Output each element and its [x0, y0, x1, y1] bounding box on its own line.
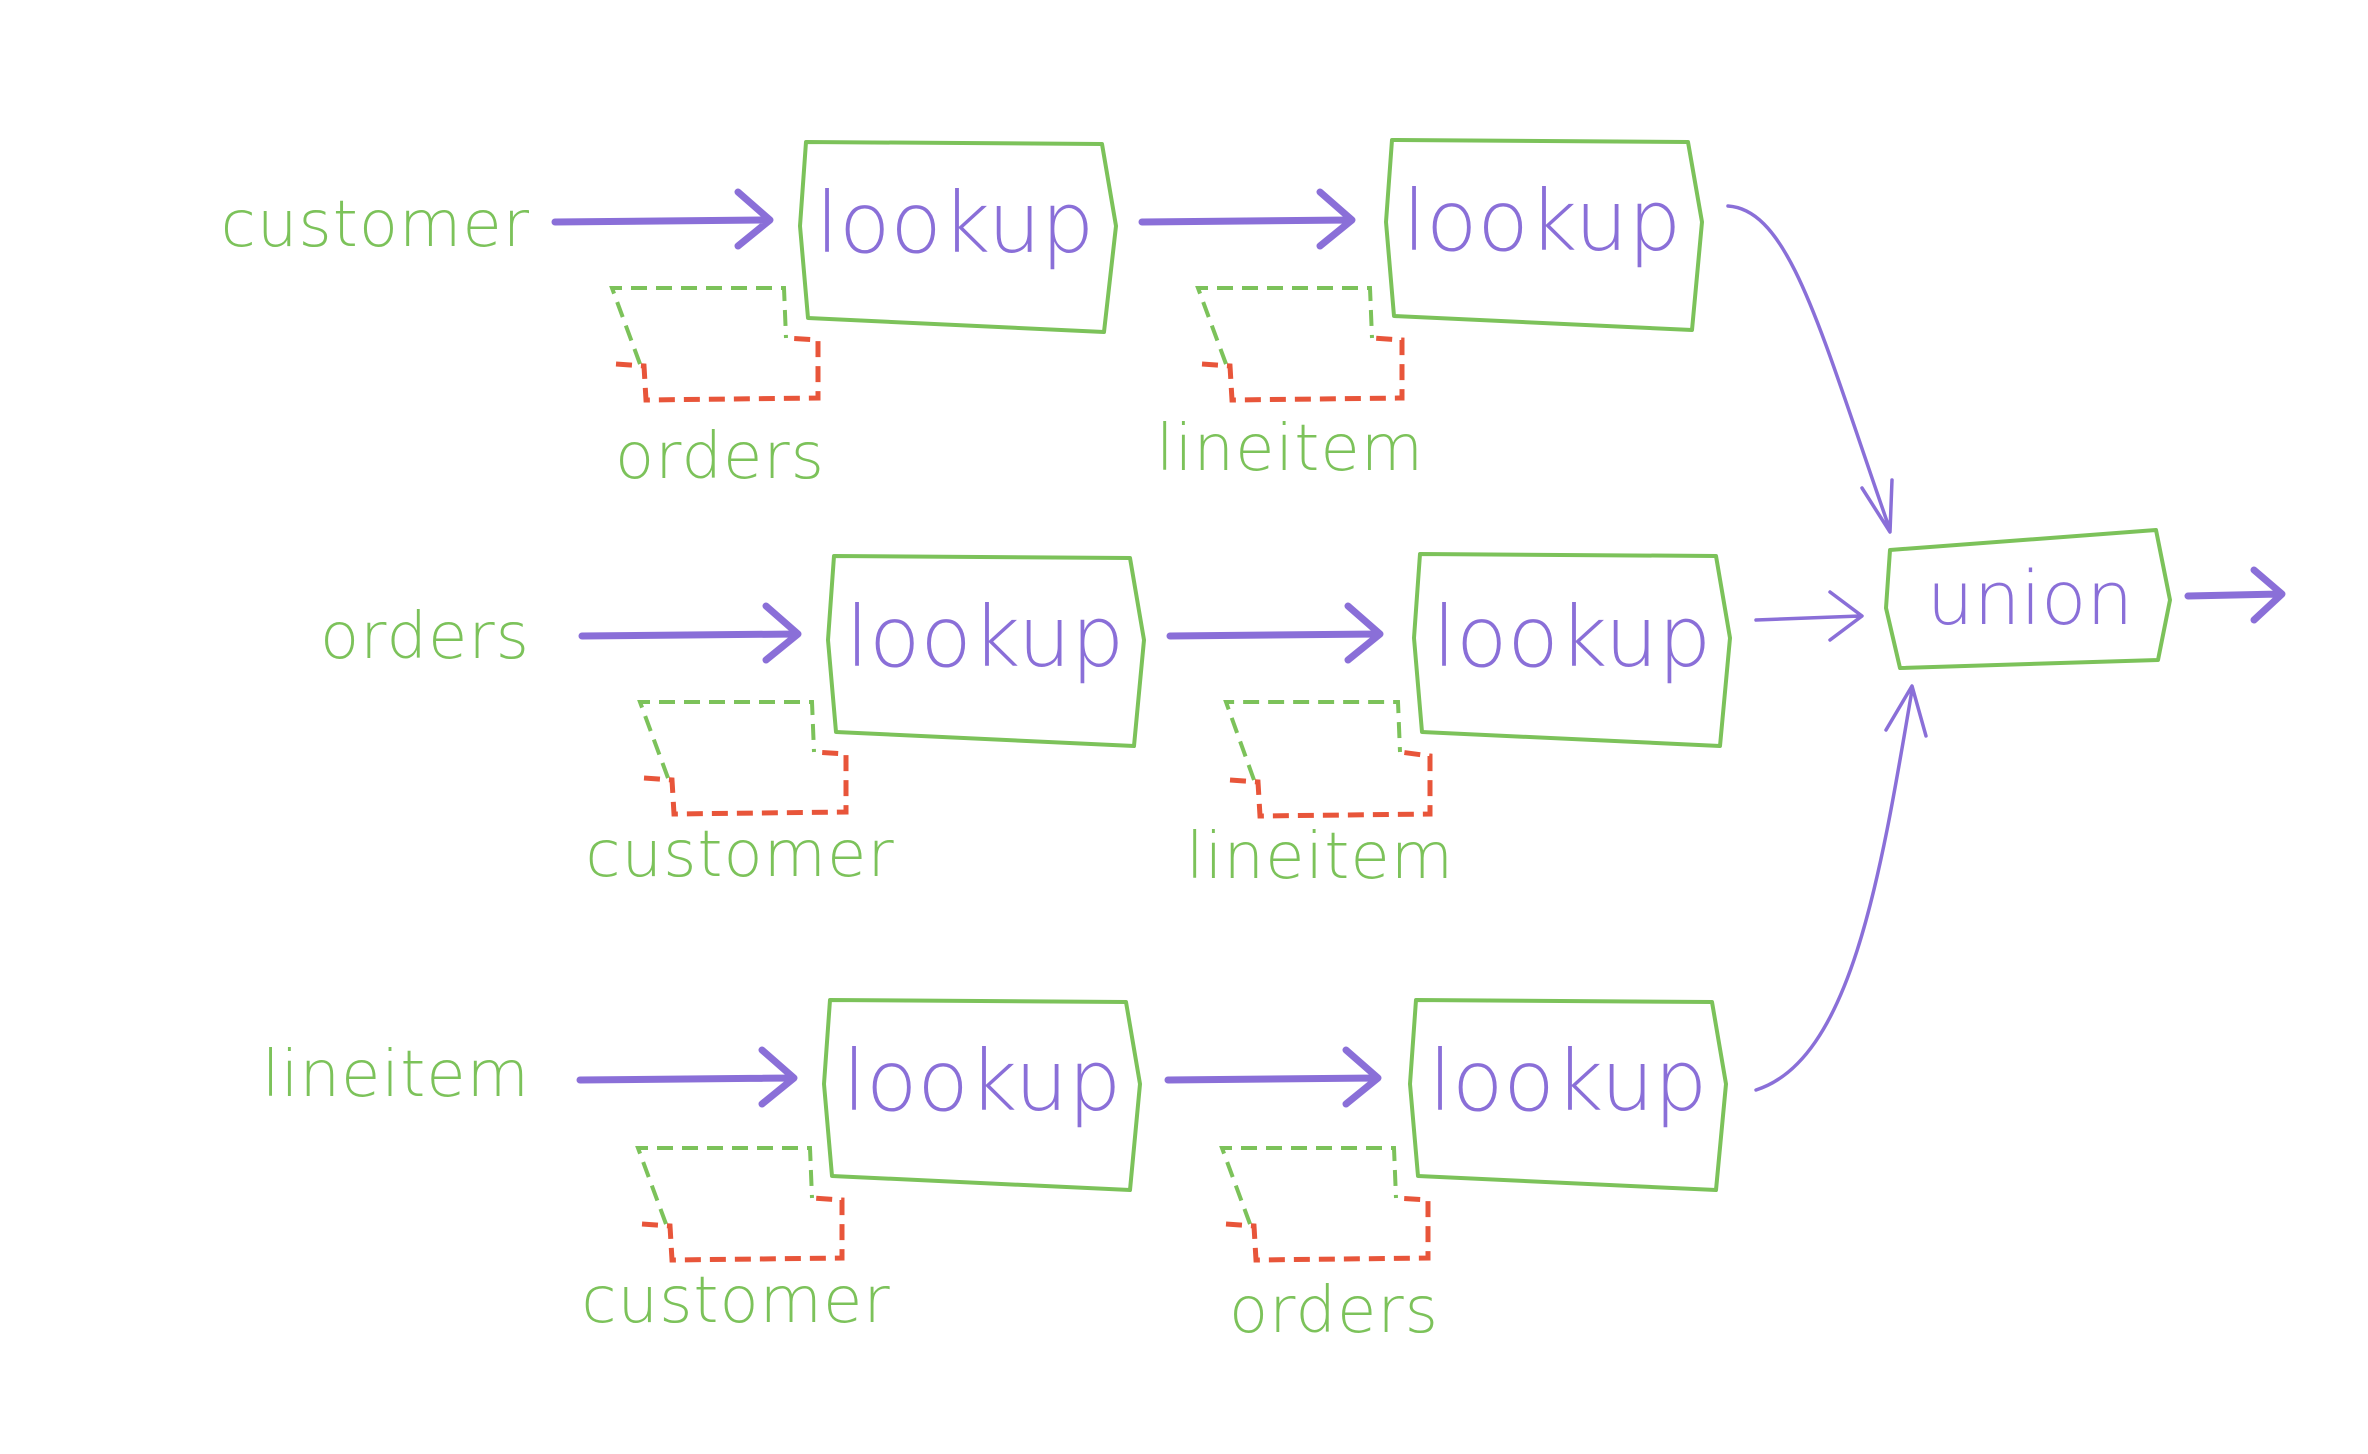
- output-arrow: [2184, 566, 2286, 624]
- side-input-label: customer: [581, 1264, 890, 1338]
- side-input-frame-accent: [615, 335, 821, 403]
- source-label: customer: [221, 188, 530, 262]
- arrow: [1138, 188, 1356, 250]
- side-input-label: lineitem: [1186, 820, 1454, 894]
- lookup-label: lookup: [843, 1032, 1122, 1130]
- arrow-to-union: [1754, 590, 1864, 642]
- arrow-to-union: [1726, 204, 1894, 534]
- arrow: [576, 1046, 798, 1108]
- arrow: [1166, 602, 1384, 664]
- row-customer: customer lookup orders lookup lineitem: [221, 138, 1894, 534]
- union-node: union: [1884, 528, 2286, 670]
- side-input-frame: [1219, 1146, 1398, 1225]
- side-input-frame: [637, 700, 816, 779]
- lookup-label: lookup: [1433, 588, 1712, 686]
- union-box: [1884, 528, 2172, 670]
- union-label: union: [1927, 556, 2134, 642]
- row-lineitem: lineitem lookup customer lookup orders: [262, 684, 1928, 1348]
- side-input-frame: [1223, 700, 1402, 781]
- side-input-frame-accent: [641, 1195, 845, 1263]
- lookup-box: [798, 140, 1118, 334]
- lookup-box: [1408, 998, 1728, 1192]
- lookup-label: lookup: [1403, 172, 1682, 270]
- side-input-frame: [635, 1146, 814, 1225]
- side-input-label: orders: [615, 420, 825, 494]
- arrow: [551, 188, 774, 250]
- side-input-label: lineitem: [1156, 412, 1424, 486]
- source-label: lineitem: [262, 1038, 530, 1112]
- source-label: orders: [320, 600, 530, 674]
- arrow-to-union: [1754, 684, 1928, 1092]
- lookup-label: lookup: [846, 588, 1125, 686]
- lookup-box: [826, 554, 1146, 748]
- lookup-label: lookup: [816, 174, 1095, 272]
- lookup-label: lookup: [1429, 1032, 1708, 1130]
- lookup-box: [1412, 552, 1732, 748]
- lookup-box: [822, 998, 1142, 1192]
- side-input-frame-accent: [1225, 1195, 1431, 1263]
- side-input-label: orders: [1229, 1274, 1439, 1348]
- row-orders: orders lookup customer lookup lineitem: [320, 552, 1864, 894]
- side-input-frame-accent: [1229, 749, 1433, 819]
- lookup-box: [1384, 138, 1704, 332]
- arrow: [578, 602, 802, 664]
- side-input-frame-accent: [1201, 335, 1405, 403]
- side-input-label: customer: [585, 818, 894, 892]
- side-input-frame-accent: [643, 749, 849, 817]
- side-input-frame: [609, 286, 788, 365]
- arrow: [1164, 1046, 1382, 1108]
- side-input-frame: [1195, 286, 1374, 365]
